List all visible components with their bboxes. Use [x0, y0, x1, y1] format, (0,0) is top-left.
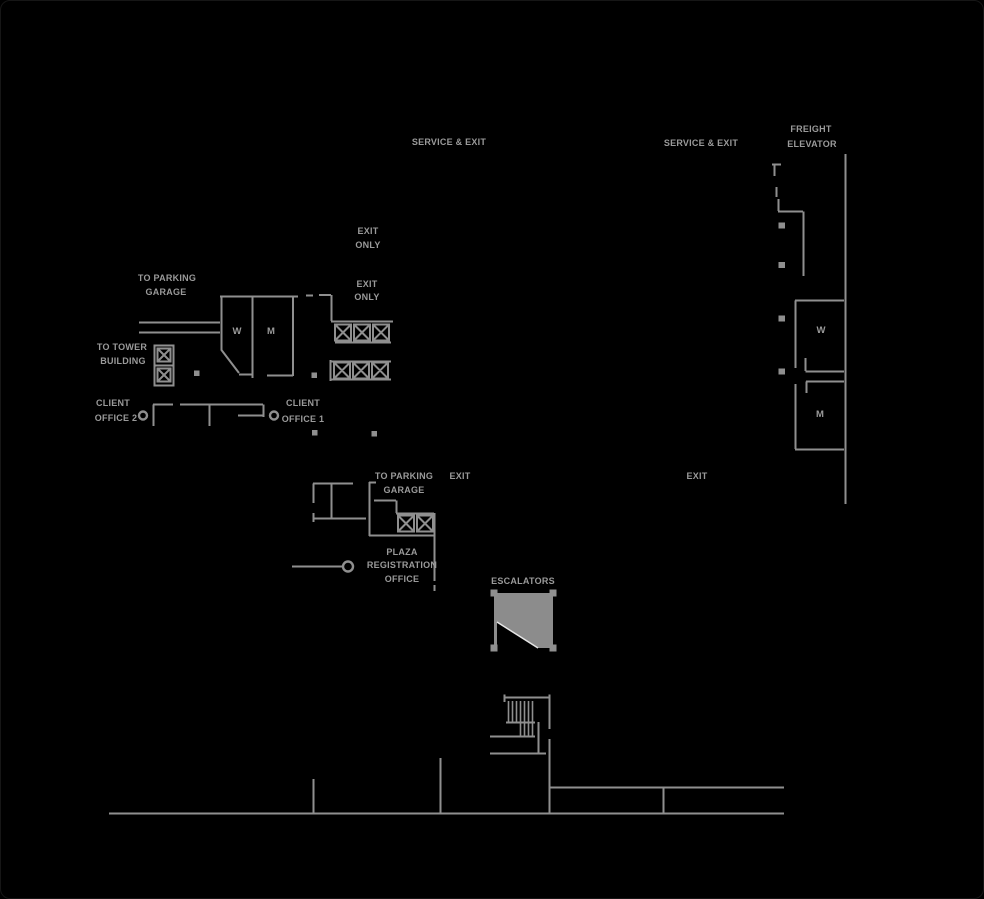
freight-elevator-wall	[772, 154, 847, 504]
elevator-bank-lower	[329, 360, 391, 381]
stair-treads	[507, 701, 534, 736]
mens-room-walls	[794, 380, 844, 451]
label-service-exit-right: SERVICE & EXIT	[664, 138, 739, 148]
wall-line	[139, 321, 220, 334]
elevator-bank-frame	[331, 320, 393, 344]
label-client-office-1-line2: OFFICE 1	[282, 414, 325, 424]
label-to-parking-lower-line2: GARAGE	[383, 485, 424, 495]
label-client-office-1-line1: CLIENT	[286, 398, 320, 408]
wall-line	[312, 481, 436, 591]
elevator-cab-icons	[397, 514, 434, 533]
tower-elevators	[153, 344, 175, 387]
entrance-symbol	[341, 560, 355, 573]
label-exit-right: EXIT	[686, 471, 707, 481]
door-marker-squares	[194, 222, 785, 437]
label-to-tower-line2: BUILDING	[100, 356, 146, 366]
corridor-to-parking-garage-upper	[139, 321, 220, 334]
label-escalators: ESCALATORS	[491, 576, 555, 586]
door-symbol-office-1	[268, 410, 280, 421]
label-exit-only-lower-line2: ONLY	[354, 292, 379, 302]
label-plaza-office-line1: PLAZA	[386, 547, 417, 557]
boundary-lines	[109, 758, 784, 815]
escalator-corner-ticks	[490, 589, 557, 652]
label-freight-elevator-line1: FREIGHT	[790, 124, 832, 134]
restrooms-left	[220, 294, 333, 378]
elevator-cab-icons	[334, 323, 390, 342]
stair-rails	[490, 694, 551, 813]
label-to-tower-line1: TO TOWER	[97, 342, 147, 352]
elevator-cab-icons	[333, 361, 389, 380]
door-markers	[194, 222, 785, 437]
label-service-exit-left: SERVICE & EXIT	[412, 137, 487, 147]
label-exit-only-upper-line1: EXIT	[357, 226, 378, 236]
door-symbol-office-2	[137, 410, 149, 421]
label-womens-room-right: W	[817, 325, 826, 336]
escalator-diagonal	[496, 621, 539, 649]
label-plaza-office-line3: OFFICE	[385, 574, 420, 584]
plan-labels: SERVICE & EXIT SERVICE & EXIT FREIGHT EL…	[95, 124, 837, 586]
registration-and-parking-lower	[292, 481, 436, 591]
label-to-parking-upper-line2: GARAGE	[145, 287, 186, 297]
label-to-parking-lower-line1: TO PARKING	[375, 471, 433, 481]
client-offices-partition	[137, 403, 280, 426]
label-client-office-2-line2: OFFICE 2	[95, 413, 138, 423]
label-client-office-2-line1: CLIENT	[96, 398, 130, 408]
wall-with-door-gap	[772, 163, 805, 276]
womens-room-walls	[794, 299, 844, 373]
label-exit-only-lower-line1: EXIT	[356, 279, 377, 289]
label-exit-only-upper-line2: ONLY	[355, 240, 380, 250]
label-plaza-office-line2: REGISTRATION	[367, 560, 437, 570]
label-womens-room-left: W	[233, 326, 242, 337]
label-freight-elevator-line2: ELEVATOR	[787, 139, 837, 149]
escalators	[490, 589, 557, 652]
label-mens-room-right: M	[816, 409, 824, 420]
label-exit-mid: EXIT	[449, 471, 470, 481]
stairs	[490, 694, 551, 813]
label-to-parking-upper-line1: TO PARKING	[138, 273, 196, 283]
elevator-bank-upper	[331, 320, 393, 344]
restrooms-right	[794, 299, 844, 451]
wall-line	[220, 294, 333, 378]
wall-line	[152, 403, 265, 426]
plaza-lower-boundary	[109, 758, 784, 815]
elevator-cab-icons	[156, 347, 172, 383]
label-mens-room-left: M	[267, 326, 275, 337]
